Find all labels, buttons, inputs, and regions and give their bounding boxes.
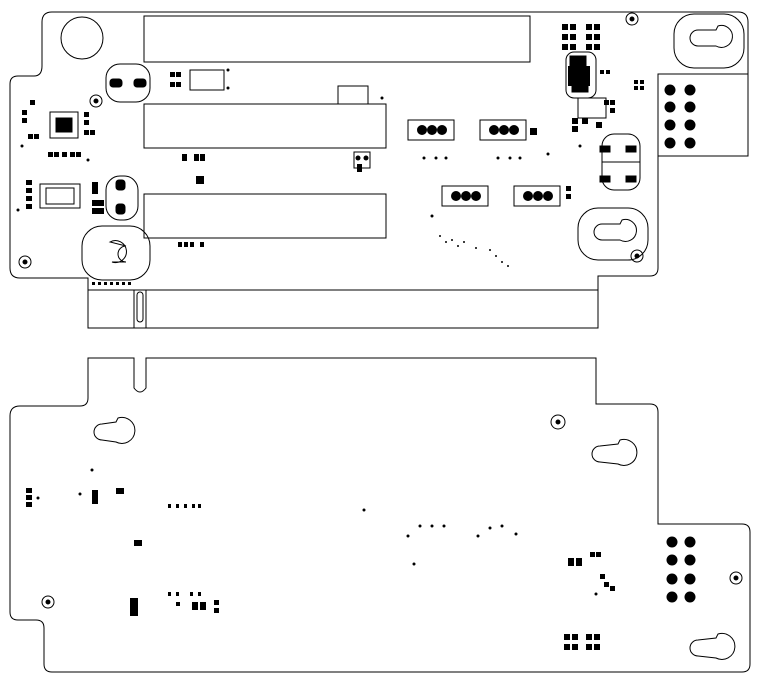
rj45-outline — [657, 73, 749, 157]
ic-pad-dots — [355, 66, 590, 201]
vias-top — [16, 68, 582, 267]
vias-bottom — [36, 468, 598, 596]
keyhole-slots-bottom — [93, 416, 736, 660]
edge-connector — [88, 282, 598, 328]
module-slots — [143, 15, 531, 239]
mount-hole-large — [60, 16, 104, 60]
smd-pads-bottom — [26, 488, 615, 650]
rj45-pins-bottom — [666, 536, 696, 603]
bottom-board-outline — [9, 357, 751, 673]
top-board — [9, 11, 749, 329]
smd-pads-top — [22, 24, 644, 247]
ic-chips — [39, 69, 607, 209]
bottom-board — [9, 357, 751, 673]
rj45-pins — [664, 84, 696, 149]
keyhole-slots — [81, 13, 745, 281]
alignment-holes-bottom — [41, 414, 743, 609]
connector-pads — [92, 282, 131, 285]
alignment-holes — [18, 12, 644, 269]
top-board-outline — [9, 11, 749, 329]
round-components — [105, 51, 641, 221]
